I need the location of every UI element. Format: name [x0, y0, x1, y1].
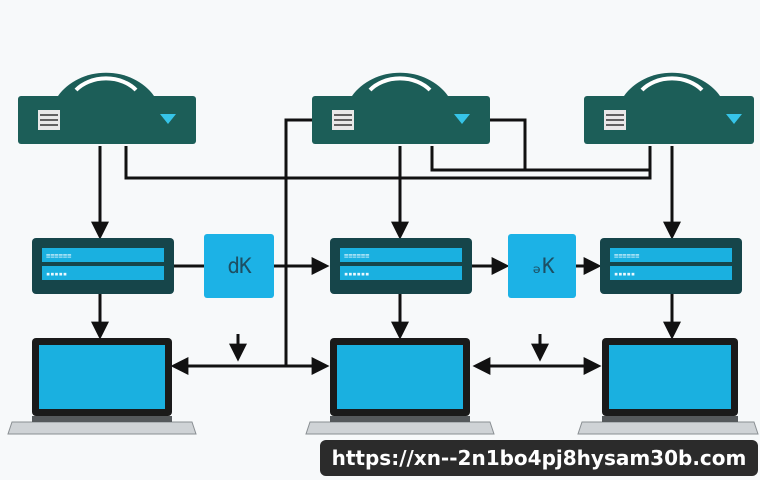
link-router2-router3: [430, 146, 650, 172]
laptop-2: [305, 338, 495, 435]
connections: [91, 118, 681, 375]
switch-3-sublabel: ▪▪▪▪▪: [614, 270, 635, 278]
badge-1-text: dK: [227, 254, 252, 278]
server-icon: [332, 110, 354, 130]
router-3: [584, 72, 754, 144]
switch-2-label: ≡≡≡≡≡≡: [344, 252, 369, 260]
switch-1-sublabel: ▪▪▪▪▪: [46, 270, 67, 278]
switch-3: ≡≡≡≡≡≡ ▪▪▪▪▪: [600, 238, 742, 294]
switch-3-label: ≡≡≡≡≡≡: [614, 252, 639, 260]
signal-icon: [160, 114, 176, 124]
signal-icon: [726, 114, 742, 124]
router-2: [312, 72, 490, 144]
switch-1: ≡≡≡≡≡≡ ▪▪▪▪▪: [32, 238, 174, 294]
router-1: [18, 72, 196, 144]
server-icon: [38, 110, 60, 130]
signal-icon: [454, 114, 470, 124]
link-router2-right: [490, 118, 527, 170]
laptop-1: [7, 338, 197, 435]
laptop-3: [577, 338, 759, 435]
badge-1: dK: [204, 234, 274, 298]
badge-2: ₔK: [508, 234, 576, 298]
url-banner[interactable]: https://xn--2n1bo4pj8hysam30b.com: [320, 440, 758, 476]
switch-2-sublabel: ▪▪▪▪▪▪: [344, 270, 369, 278]
server-icon: [604, 110, 626, 130]
switch-2: ≡≡≡≡≡≡ ▪▪▪▪▪▪: [330, 238, 472, 294]
switch-1-label: ≡≡≡≡≡≡: [46, 252, 71, 260]
link-router2-loop: [284, 118, 312, 366]
link-router-trunk: [124, 146, 652, 180]
badge-2-text: ₔK: [530, 254, 555, 278]
